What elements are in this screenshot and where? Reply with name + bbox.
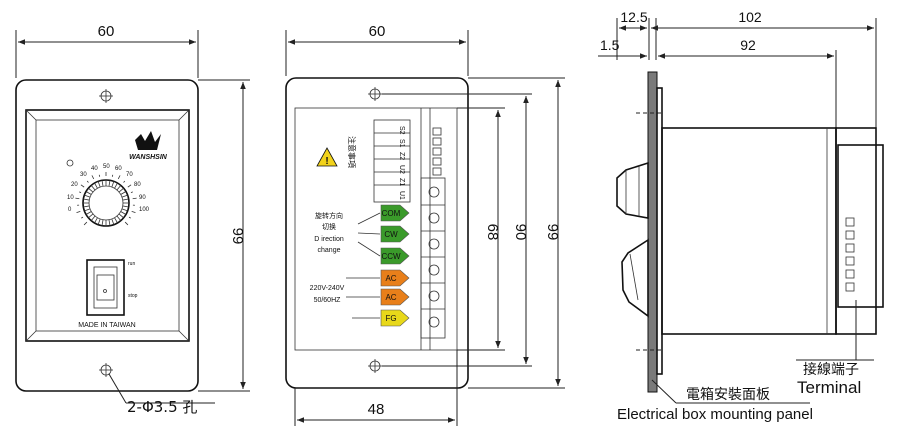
run-label: run [128,261,135,267]
frequency-label: 50/60HZ [314,297,342,304]
switch-label-u1: U1 [398,191,405,200]
back-plate [285,77,469,389]
dial-tick-80: 80 [134,182,141,188]
mounting-panel [647,71,658,393]
warning-text: 注意事項 [347,136,357,168]
dial-tick-60: 60 [115,166,122,172]
dial-tick-100: 100 [139,207,150,213]
switch-label-s1: S1 [398,139,405,148]
warning-icon [316,147,338,167]
terminal-tag-ccw-2: CCW [380,247,410,265]
height-68-label: 68 [484,224,501,241]
terminal-tag-ac-3: AC [380,269,410,287]
terminal-en: Terminal [797,378,861,397]
terminal-slots [845,217,855,292]
height-99-label: 99 [544,224,561,241]
terminal-tags: COM CW CCW AC AC FG [380,204,410,327]
front-bevel-outer [25,109,190,342]
terminal-tag-ac-4: AC [380,288,410,306]
connector-pins [432,127,442,176]
svg-text:AC: AC [385,293,396,302]
back-view: 60 S2 S1 Z2 U2 Z1 U1 ! 注 [285,23,565,426]
made-in-label: MADE IN TAIWAN [78,322,135,329]
front-bevel-inner [35,119,180,332]
direction-cjk: 旋转方向 [315,211,343,220]
terminal-tag-com-0: COM [380,204,410,222]
dial-tick-0: 0 [68,207,72,213]
speed-dial: 0 10 20 30 40 50 60 70 80 90 100 [67,164,150,227]
terminal-cjk: 接線端子 [803,361,859,378]
switch-label-u2: U2 [398,165,405,174]
power-indicator [66,159,74,167]
side-view: 12.5 102 1.5 92 接線端子 Terminal 電箱安裝面板 [598,9,884,423]
dial-tick-70: 70 [126,172,133,178]
front-width-label: 60 [98,23,115,40]
dial-tick-40: 40 [91,166,98,172]
dim-1-5: 1.5 [600,37,620,53]
housing-body [661,127,837,335]
direction-en: D irection [314,236,344,243]
hole-note: 2-Φ3.5 孔 [127,398,197,416]
dial-tick-30: 30 [80,172,87,178]
front-plate [15,79,199,392]
dial-tick-50: 50 [103,164,110,170]
stop-label: stop [128,293,138,299]
svg-text:CCW: CCW [381,252,401,261]
panel-en: Electrical box mounting panel [617,406,813,423]
svg-text:!: ! [325,156,328,167]
terminal-tag-cw-1: CW [380,225,410,243]
brand-logo-icon [135,131,161,150]
dim-102: 102 [738,9,762,25]
height-90-label: 90 [512,224,529,241]
svg-text:AC: AC [385,274,396,283]
dial-tick-90: 90 [139,195,146,201]
terminal-cover [837,144,884,308]
back-bottom-width-label: 48 [368,401,385,418]
panel-cjk: 電箱安裝面板 [686,387,770,403]
run-stop-switch: run stop [86,259,138,316]
dim-12-5: 12.5 [620,9,647,25]
side-knob [616,161,649,219]
switch-label-s2: S2 [398,126,405,135]
dial-tick-20: 20 [71,182,78,188]
voltage-label: 220V-240V [310,285,345,292]
terminal-block [420,177,446,339]
switch-label-z1: Z1 [398,178,405,186]
control-board [294,107,458,351]
terminal-tag-fg-5: FG [380,309,410,327]
svg-text:CW: CW [384,230,398,239]
brand-name: WANSHSIN [129,154,168,161]
side-switch [621,238,649,318]
svg-text:FG: FG [385,314,396,323]
dim-92: 92 [740,37,756,53]
dip-switch-block: S2 S1 Z2 U2 Z1 U1 [373,119,411,203]
dial-tick-10: 10 [67,195,74,201]
back-width-label: 60 [369,23,386,40]
switch-label-z2: Z2 [398,152,405,160]
direction-en2: change [318,247,341,254]
front-height-label: 99 [229,228,246,245]
direction-cjk2: 切换 [322,222,336,231]
front-view: 60 99 WANSHSIN 0 10 20 3 [15,23,250,416]
svg-text:COM: COM [382,209,401,218]
